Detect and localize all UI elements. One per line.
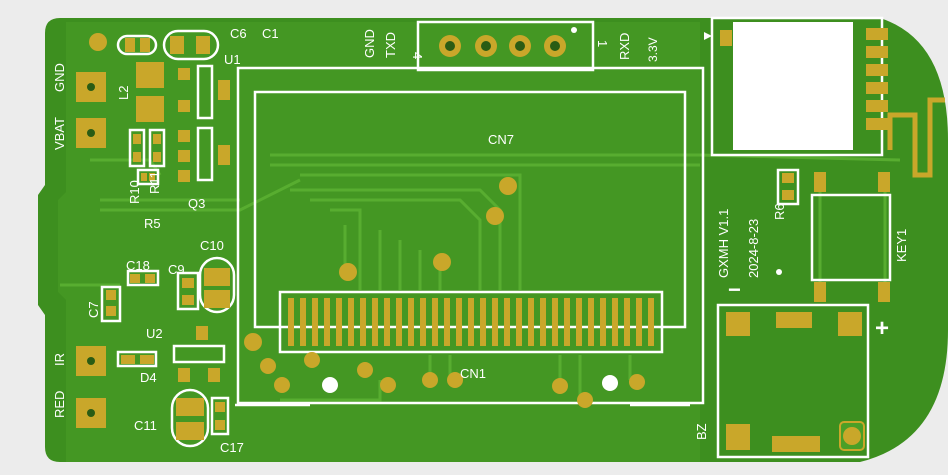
designator-l2: L2 (116, 86, 131, 100)
designator-c11: C11 (134, 418, 157, 433)
designator-c10: C10 (200, 238, 224, 253)
wifi-module-white (733, 22, 853, 150)
designator-r6: R6 (772, 203, 787, 220)
mount-hole-left (322, 377, 338, 393)
label-red: RED (52, 391, 67, 418)
label-txd: TXD (383, 32, 398, 58)
designator-c6: C6 (230, 26, 247, 41)
version-dot (776, 269, 782, 275)
designator-c9: C9 (168, 262, 185, 277)
designator-q3: Q3 (188, 196, 205, 211)
smd-pads (106, 28, 890, 452)
label-pin4: 4 (410, 52, 425, 59)
designator-c7: C7 (86, 301, 101, 318)
designator-u2: U2 (146, 326, 163, 341)
label-ir: IR (52, 353, 67, 366)
label-pin1: 1 (595, 40, 610, 47)
label-gnd-left: GND (52, 63, 67, 92)
label-gnd-top: GND (362, 29, 377, 58)
mount-hole-right (602, 375, 618, 391)
designator-r10: R10 (127, 180, 142, 204)
label-vbat: VBAT (52, 117, 67, 150)
designator-d4: D4 (140, 370, 157, 385)
designator-c1: C1 (262, 26, 279, 41)
antenna-trace (887, 97, 945, 178)
polarity-minus: − (728, 277, 741, 302)
designator-u1: U1 (224, 52, 241, 67)
key-pad-dot (843, 427, 861, 445)
through-hole-pads (76, 35, 566, 428)
board-version: GXMH V1.1 (716, 209, 731, 278)
designator-r5: R5 (144, 216, 161, 231)
pin1-marker-connector (571, 27, 577, 33)
designator-c17: C17 (220, 440, 244, 455)
board-date: 2024-8-23 (746, 219, 761, 278)
designator-key1: KEY1 (894, 229, 909, 262)
pin1-arrow-wifi (704, 32, 712, 40)
silk-outlines (100, 16, 892, 459)
label-rxd: RXD (617, 33, 632, 60)
polarity-plus: + (875, 315, 889, 342)
designator-cn1: CN1 (460, 366, 486, 381)
designator-cn7: CN7 (488, 132, 514, 147)
designator-c18: C18 (126, 258, 150, 273)
vias (89, 33, 645, 408)
traces (60, 153, 901, 402)
designator-r11: R11 (147, 171, 162, 194)
fpc-pins (288, 298, 654, 346)
label-3v3: 3.3V (646, 37, 660, 62)
designator-bz: BZ (694, 423, 709, 440)
